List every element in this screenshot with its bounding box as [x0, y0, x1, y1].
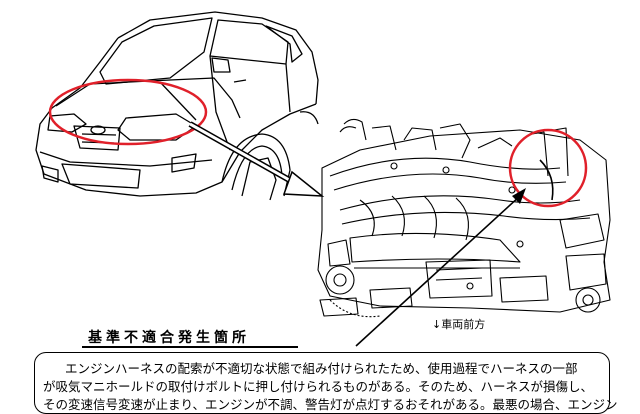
recall-diagram [35, 11, 611, 347]
engine-illustration [317, 118, 611, 318]
issue-pointer-arrow [355, 188, 526, 347]
front-highlight-oval [48, 78, 208, 146]
issue-description-line-1: エンジンハーネスの配索が不適切な状態で組み付けられたため、使用過程でハーネスの一… [65, 361, 578, 376]
section-title-underline [82, 346, 298, 348]
issue-description-line-2: が吸気マニホールドの取付けボルトに押し付けられるものがある。そのため、ハーネスが… [43, 379, 594, 394]
issue-description-line-3: その変速信号変速が止まり、エンジンが不調、警告灯が点灯するおそれがある。最悪の場… [43, 397, 617, 412]
car-to-engine-arrow [188, 121, 325, 197]
engine-highlight-circle [508, 128, 588, 208]
vehicle-front-label: ↓車両前方 [432, 318, 486, 331]
issue-description-box: エンジンハーネスの配索が不適切な状態で組み付けられたため、使用過程でハーネスの一… [34, 352, 617, 414]
car-illustration [35, 11, 319, 201]
section-title: 基準不適合発生箇所 [88, 330, 250, 346]
